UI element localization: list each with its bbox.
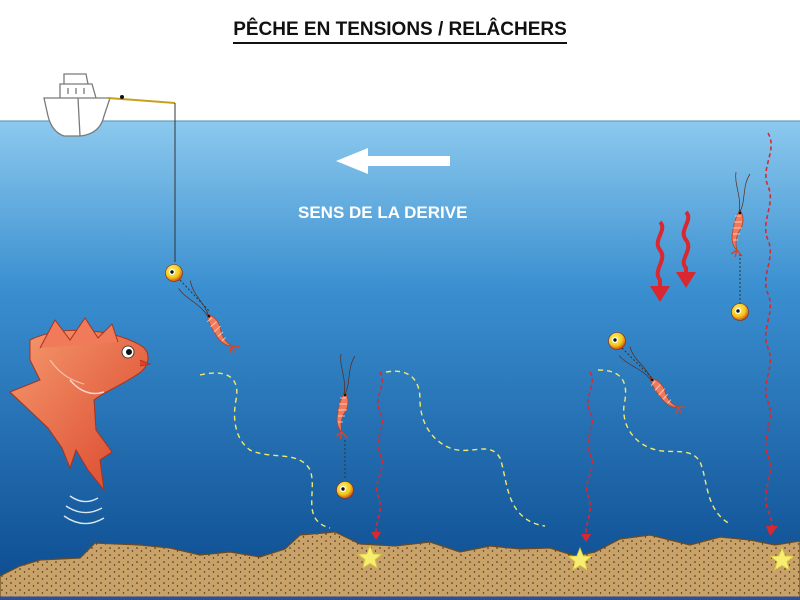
- page-title-text: PÊCHE EN TENSIONS / RELÂCHERS: [233, 19, 567, 44]
- fish-icon: [9, 317, 152, 492]
- boat-icon: [43, 73, 111, 137]
- path-arrowheads: [371, 526, 778, 542]
- drift-paths: [199, 369, 731, 529]
- wave-path: [764, 132, 773, 529]
- lure-rig: [165, 264, 247, 356]
- lure-rig: [608, 332, 693, 417]
- drift-path: [199, 372, 331, 529]
- red-paths: [375, 132, 773, 535]
- sound-wave-icon: [63, 495, 105, 525]
- jig-head-icon: [608, 332, 626, 350]
- fishing-rod-icon: [107, 95, 176, 262]
- jig-head-icon: [336, 481, 354, 499]
- lure-rig: [730, 171, 751, 321]
- drift-path: [385, 370, 546, 527]
- seabed: [0, 531, 800, 600]
- wave-arrow-heads: [650, 272, 696, 302]
- jig-head-icon: [731, 303, 749, 321]
- drift-arrow-icon: [336, 148, 450, 174]
- page-title: PÊCHE EN TENSIONS / RELÂCHERS: [0, 19, 800, 44]
- drift-direction-label: SENS DE LA DERIVE: [298, 203, 468, 222]
- wave-path: [585, 371, 594, 535]
- drift-path: [597, 369, 731, 525]
- wave-path: [375, 371, 384, 533]
- wave-arrow-icon: [655, 210, 691, 290]
- jig-head-icon: [165, 264, 183, 282]
- lure-rig: [335, 353, 356, 499]
